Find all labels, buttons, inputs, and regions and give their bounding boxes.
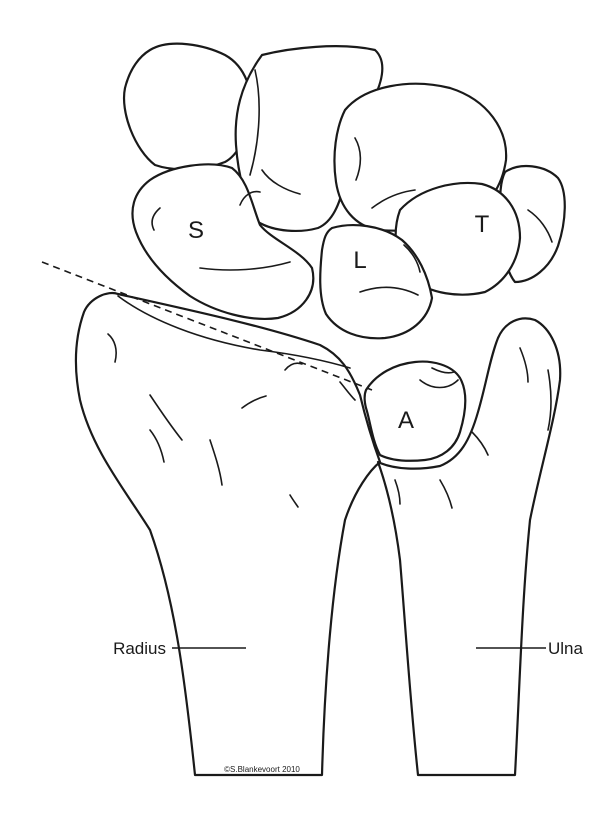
- trapezium-bone: [122, 42, 253, 171]
- triquetrum-label: T: [475, 211, 490, 238]
- copyright-credit: ©S.Blankevoort 2010: [224, 765, 300, 774]
- hamate-detail: [354, 137, 416, 209]
- apex-detail: [419, 367, 459, 389]
- lunate-bone: [319, 224, 434, 340]
- lunate-detail: [359, 244, 421, 296]
- radius-bone: [74, 291, 382, 777]
- radius-label: Radius: [113, 639, 166, 658]
- lunate-label: L: [353, 247, 366, 274]
- apex-bone: [363, 360, 467, 462]
- scaphoid-detail: [151, 190, 291, 271]
- capitate-bone: [234, 45, 384, 233]
- ulna-bone: [376, 317, 562, 777]
- scaphoid-bone: [131, 163, 315, 320]
- ulna-label: Ulna: [548, 639, 584, 658]
- apex-label: A: [398, 407, 414, 434]
- radius-surface-lines: [107, 295, 356, 508]
- dashed-axis-line: [41, 261, 373, 391]
- scaphoid-label: S: [188, 217, 204, 244]
- ulna-surface-lines: [394, 347, 552, 509]
- pisiform-detail: [527, 209, 553, 243]
